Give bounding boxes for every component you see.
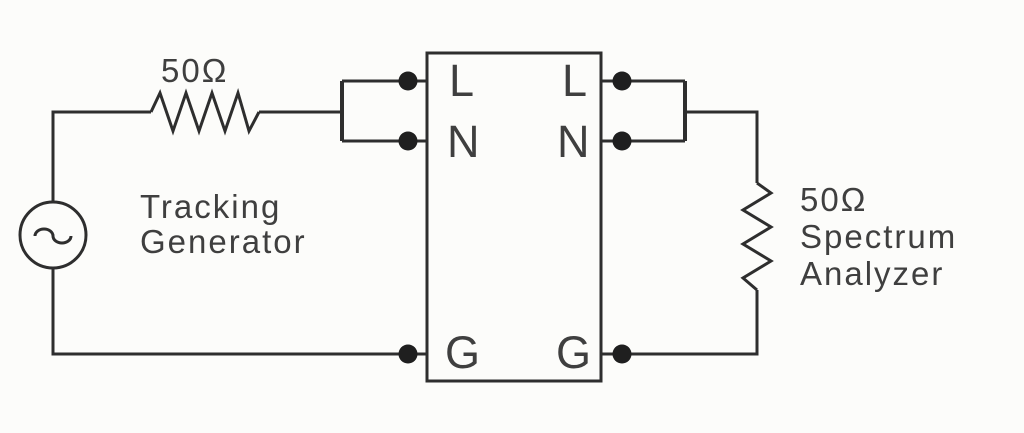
- ac-source: [18, 200, 88, 270]
- dut-terminal-left-G: G: [445, 327, 480, 378]
- resistor-generator: [149, 88, 261, 136]
- dut-terminal-left-L: L: [449, 55, 474, 106]
- terminal-dot-left-G: [398, 344, 418, 364]
- generator-label-line2: Generator: [140, 223, 307, 260]
- wire-analyzer-bottom: [601, 290, 759, 356]
- dut-terminal-right-G: G: [556, 327, 591, 378]
- sine-wave-icon: [33, 227, 73, 245]
- dut-terminal-right-N: N: [557, 116, 590, 167]
- analyzer-label-line3: Analyzer: [800, 255, 944, 292]
- terminal-dot-left-N: [398, 131, 418, 151]
- terminal-dot-right-L: [612, 71, 632, 91]
- terminal-dot-right-N: [612, 131, 632, 151]
- wire-junction-to-analyzer: [685, 110, 759, 183]
- terminal-dot-right-G: [612, 344, 632, 364]
- dut-terminal-left-N: N: [447, 116, 480, 167]
- terminal-dot-left-L: [398, 71, 418, 91]
- analyzer-label-line2: Spectrum: [800, 218, 957, 255]
- dut-terminal-right-L: L: [562, 55, 587, 106]
- generator-label-line1: Tracking: [140, 188, 281, 225]
- analyzer-label-line1: 50Ω: [800, 181, 867, 218]
- generator-resistor-label: 50Ω: [161, 52, 228, 89]
- wire-generator-bottom: [51, 268, 427, 356]
- resistor-analyzer: [740, 181, 774, 292]
- dut-box: [425, 51, 603, 383]
- wire-generator-top: [51, 110, 151, 202]
